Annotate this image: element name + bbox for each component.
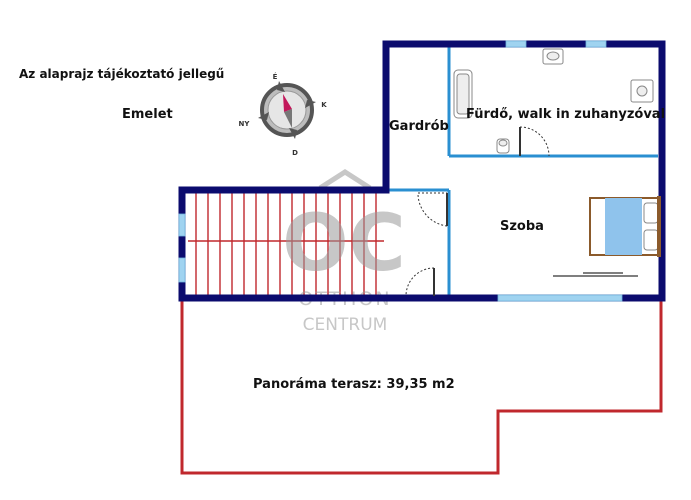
watermark: OC OTTHON CENTRUM [282,169,406,335]
floor-label: Emelet [122,107,173,122]
bed [589,196,661,257]
compass-west-label: NY [239,120,251,128]
compass-needle-south [284,109,292,128]
room-label-wardrobe: Gardrób [389,119,449,134]
compass-south-label: D [292,149,298,157]
compass-east-label: K [321,101,327,109]
compass-needle-north [283,94,292,112]
door-swings [405,126,550,297]
terrace-outline [180,300,663,475]
staircase [188,193,384,295]
windows [178,40,623,302]
disclaimer-note: Az alaprajz tájékoztató jellegű [19,67,225,81]
watermark-monogram: OC [282,199,406,289]
compass: É K D NY [239,72,328,157]
compass-north-label: É [273,72,278,81]
room-label-bedroom: Szoba [500,219,544,234]
watermark-line2: CENTRUM [303,315,388,335]
room-label-bathroom: Fürdő, walk in zuhanyzóval [466,107,666,122]
outer-walls [178,40,666,302]
wardrobe-closet [553,272,638,277]
bathroom-fixtures [453,48,654,154]
room-label-terrace: Panoráma terasz: 39,35 m2 [253,377,455,392]
partition-walls [388,46,658,296]
